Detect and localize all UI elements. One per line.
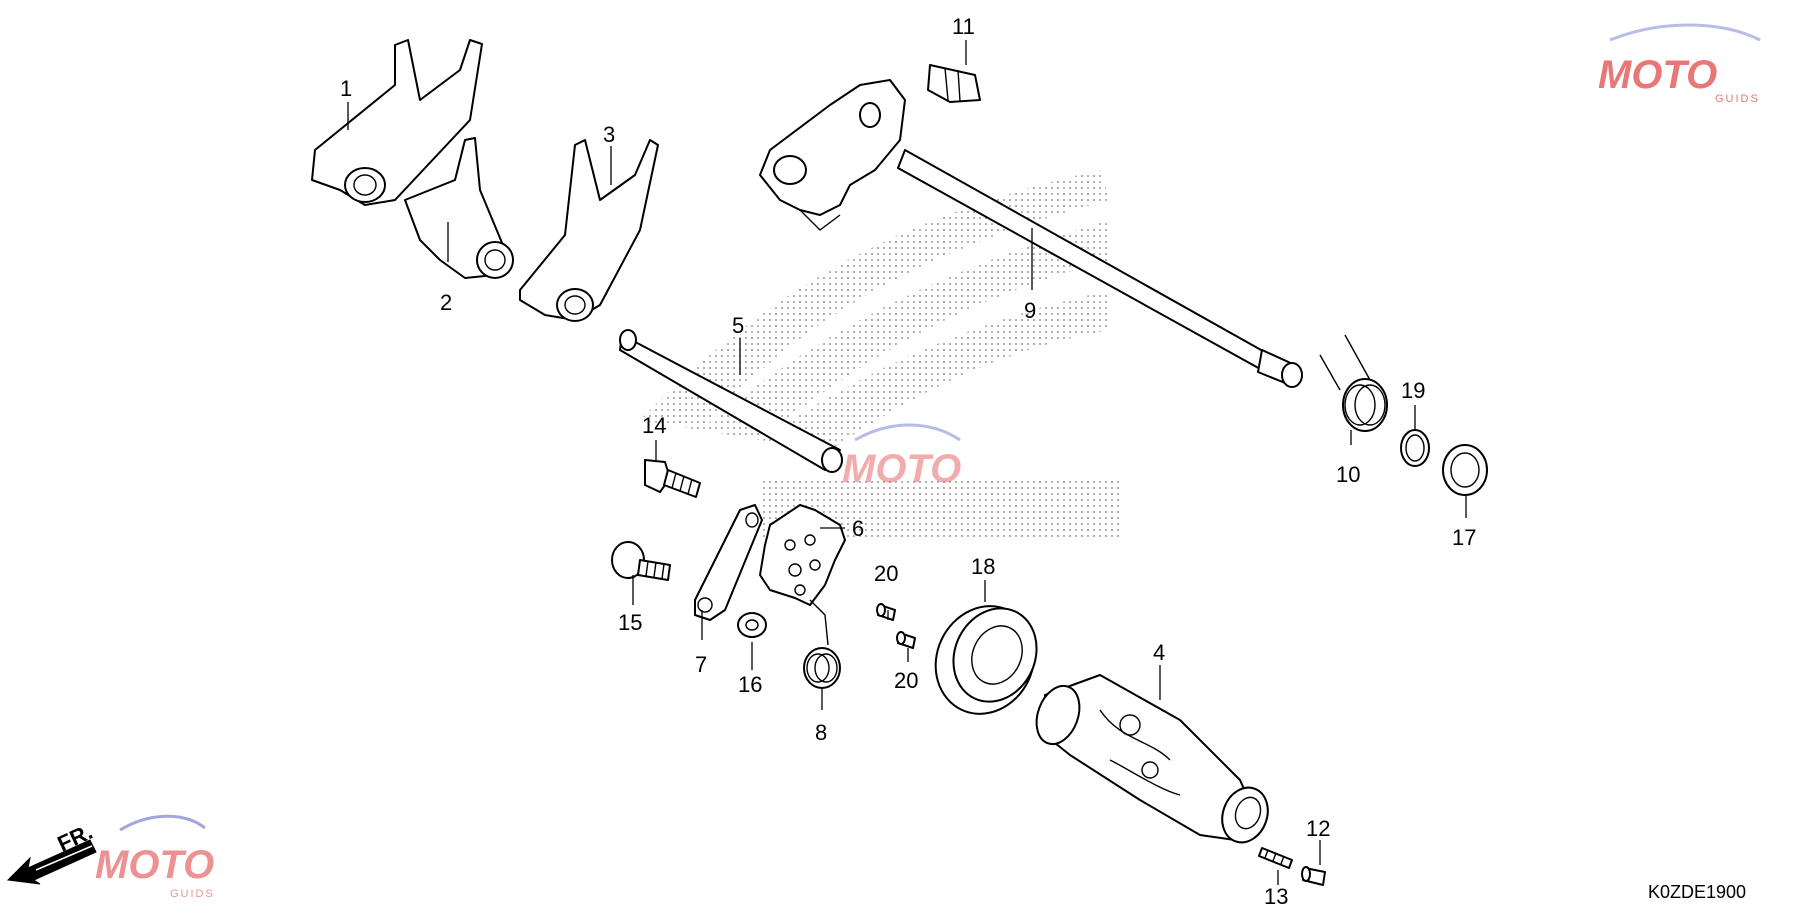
bearing-part-18 [934, 605, 1038, 715]
callout-8: 8 [815, 720, 827, 745]
washer-part-16 [737, 612, 767, 638]
dowel-pin-part-20b [896, 631, 916, 649]
watermark-brand-bottom: MOTO [95, 843, 214, 887]
watermark-logo-top-right: MOTO GUIDS [1598, 23, 1761, 105]
callout-19: 19 [1401, 378, 1425, 403]
callout-6: 6 [852, 516, 864, 541]
diagram-code: K0ZDE1900 [1648, 882, 1746, 902]
gearshift-spindle-part-9 [759, 79, 1303, 388]
callout-15: 15 [618, 610, 642, 635]
drum-center-part-6 [759, 504, 846, 606]
callout-13: 13 [1264, 884, 1288, 909]
pin-part-12 [1301, 866, 1326, 886]
watermark-sub-bottom: GUIDS [170, 888, 215, 900]
shift-drum-part-4 [1035, 674, 1269, 844]
front-arrow-icon [6, 839, 97, 885]
pin-part-13 [1258, 847, 1293, 869]
fork-shaft-part-5 [619, 329, 843, 473]
callout-18: 18 [971, 554, 995, 579]
watermark-logo-bottom-left: MOTO GUIDS [95, 814, 215, 900]
bolt-part-11 [927, 64, 981, 103]
watermark-logo-center: MOTO [842, 423, 961, 491]
shift-fork-part-3 [519, 139, 659, 322]
callout-14: 14 [642, 413, 666, 438]
watermark-sub: GUIDS [1715, 93, 1760, 105]
callout-11: 11 [952, 14, 975, 39]
stopper-spring-part-8 [803, 599, 841, 689]
callout-5: 5 [732, 313, 744, 338]
washer-part-17 [1442, 444, 1488, 496]
callout-10: 10 [1336, 462, 1360, 487]
part-callouts: 1 2 3 4 5 6 7 8 9 10 11 12 13 14 15 16 1… [340, 14, 1476, 909]
callout-16: 16 [738, 672, 762, 697]
leader-lines [347, 40, 1467, 885]
bolt-part-15 [611, 541, 671, 581]
callout-9: 9 [1024, 298, 1036, 323]
bolt-part-14 [644, 459, 701, 498]
callout-3: 3 [603, 122, 615, 147]
callout-12: 12 [1306, 816, 1330, 841]
callout-7: 7 [695, 652, 707, 677]
snap-ring-part-19 [1400, 429, 1430, 467]
stopper-arm-part-7 [694, 504, 763, 621]
shift-fork-part-1 [311, 39, 483, 206]
callout-2: 2 [440, 290, 452, 315]
callout-20b: 20 [894, 668, 918, 693]
watermark-brand-center: MOTO [842, 447, 961, 491]
callout-17: 17 [1452, 525, 1476, 550]
callout-20a: 20 [874, 561, 898, 586]
front-direction-marker: FR. [6, 819, 97, 885]
dowel-pin-part-20a [876, 603, 896, 621]
return-spring-part-10 [1319, 334, 1388, 432]
callout-4: 4 [1153, 640, 1165, 665]
callout-1: 1 [340, 76, 352, 101]
background-wing-watermark [640, 170, 1120, 540]
shift-fork-part-2 [404, 137, 514, 279]
watermark-brand: MOTO [1598, 53, 1717, 97]
